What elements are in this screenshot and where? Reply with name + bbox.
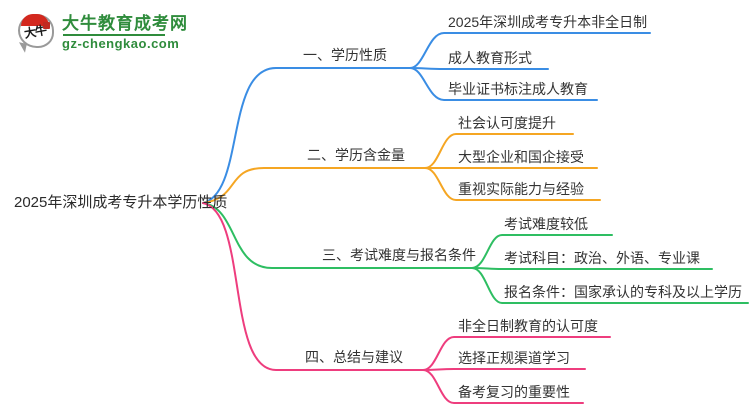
branch2-child1-line [424,133,574,169]
branch1-line [202,67,411,204]
branch2-child3-line [424,167,601,201]
branch1-child3-line [409,67,598,101]
site-logo: 大牛 大牛教育成考网 gz-chengkao.com [18,14,188,51]
branch4-child1: 非全日制教育的认可度 [458,318,598,334]
branch4-child1-line [422,336,611,371]
branch3-child2: 考试科目：政治、外语、专业课 [504,250,700,266]
branch2-label: 二、学历含金量 [307,147,405,163]
branch1-child2-line [409,67,549,70]
branch1-child3: 毕业证书标注成人教育 [448,81,588,97]
branch3-child1: 考试难度较低 [504,216,588,232]
branch4-child2-line [422,368,586,371]
branch3-child3: 报名条件：国家承认的专科及以上学历 [504,284,742,300]
logo-divider [63,34,165,36]
branch3-line [202,202,473,269]
branch3-child1-line [471,234,613,269]
branch2-child2: 大型企业和国企接受 [458,149,584,165]
branch2-line [202,167,426,204]
root-node: 2025年深圳成考专升本学历性质 [14,194,228,211]
branch4-label: 四、总结与建议 [305,349,403,365]
daniu-speech-bubble-icon: 大牛 [18,14,54,48]
logo-text-block: 大牛教育成考网 gz-chengkao.com [62,14,188,51]
logo-title: 大牛教育成考网 [62,14,188,33]
branch4-child3: 备考复习的重要性 [458,384,570,400]
branch1-child1: 2025年深圳成考专升本非全日制 [448,14,648,30]
branch1-child1-line [409,32,651,69]
branch3-label: 三、考试难度与报名条件 [322,247,476,263]
branch4-child2: 选择正规渠道学习 [458,350,570,366]
branch1-child2: 成人教育形式 [448,50,532,66]
branch1-label: 一、学历性质 [303,47,387,63]
branch2-child1: 社会认可度提升 [458,115,556,131]
branch3-child2-line [471,267,713,270]
branch4-line [202,202,424,371]
branch4-child3-line [422,369,584,404]
red-seal-icon [43,22,50,29]
branch2-child3: 重视实际能力与经验 [458,181,584,197]
branch3-child3-line [471,267,749,304]
logo-domain: gz-chengkao.com [62,36,180,51]
